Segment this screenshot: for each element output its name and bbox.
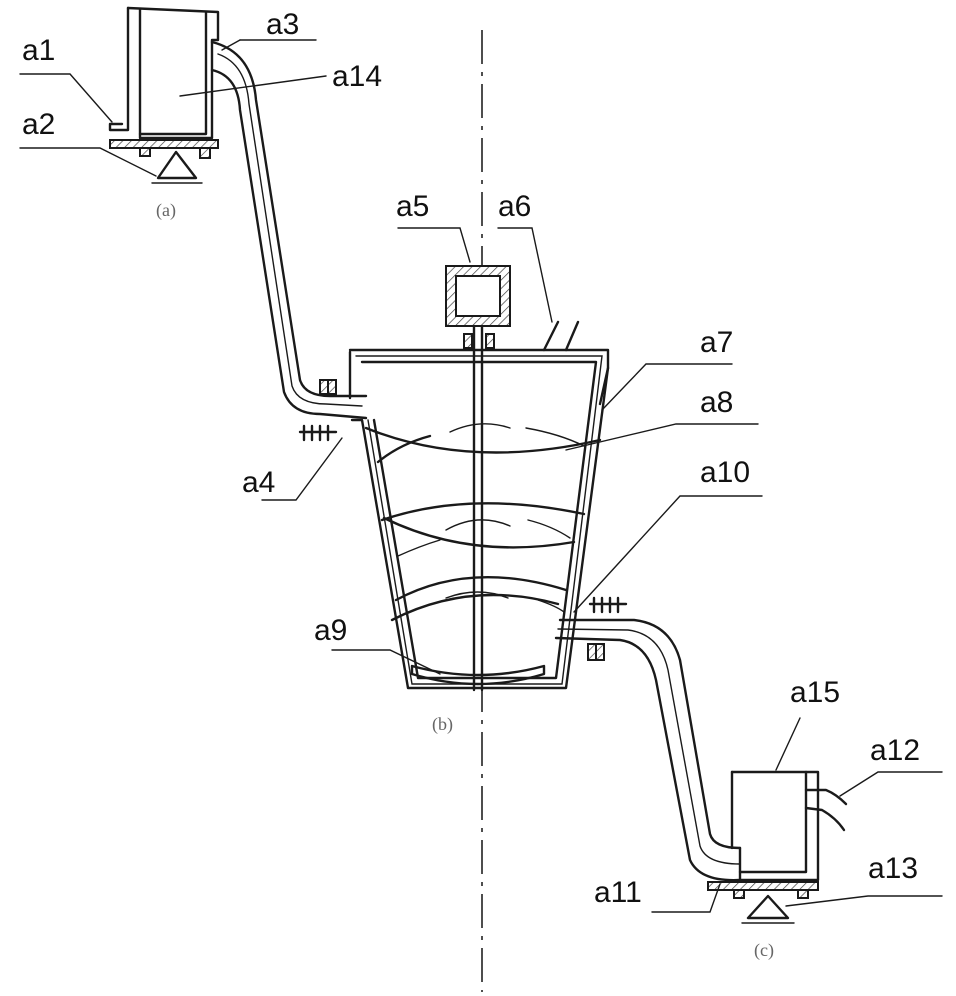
caption-a: (a) (156, 200, 176, 221)
main-tank-b (348, 348, 610, 690)
support-c (741, 894, 795, 924)
caption-c: (c) (754, 940, 774, 961)
label-a1: a1 (22, 34, 55, 67)
label-a3: a3 (266, 8, 299, 41)
label-a8: a8 (700, 386, 733, 419)
caption-b: (b) (432, 714, 453, 735)
label-a13: a13 (868, 852, 918, 885)
label-a4: a4 (242, 466, 275, 499)
outlet-a12 (804, 788, 848, 832)
receiving-base-plate (707, 881, 819, 891)
label-a9: a9 (314, 614, 347, 647)
label-a7: a7 (700, 326, 733, 359)
lower-pipe (554, 618, 742, 882)
helical-blades (364, 423, 602, 622)
valve-a4 (298, 379, 338, 442)
label-a2: a2 (22, 108, 55, 141)
stirrer-shaft (472, 324, 484, 692)
sub-figure-captions: (a) (b) (c) (156, 200, 774, 961)
valve-a10 (587, 596, 628, 661)
label-a15: a15 (790, 676, 840, 709)
label-a12: a12 (870, 734, 920, 767)
part-labels: a1 a2 a3 a14 a4 a5 a6 a7 a8 a10 a9 a15 a… (22, 8, 920, 909)
label-a5: a5 (396, 190, 429, 223)
bottom-scraper-a9 (410, 664, 546, 686)
support-a (151, 150, 203, 184)
label-a10: a10 (700, 456, 750, 489)
upper-pipe (210, 40, 368, 420)
inlet-neck-a6 (542, 320, 580, 352)
feed-base-plate (109, 139, 219, 149)
feed-box-a (108, 6, 220, 159)
motor-a5 (445, 265, 511, 349)
receiving-box-c (707, 770, 820, 899)
leader-lines (19, 39, 943, 913)
label-a11: a11 (594, 876, 642, 909)
label-a6: a6 (498, 190, 531, 223)
label-a14: a14 (332, 60, 382, 93)
